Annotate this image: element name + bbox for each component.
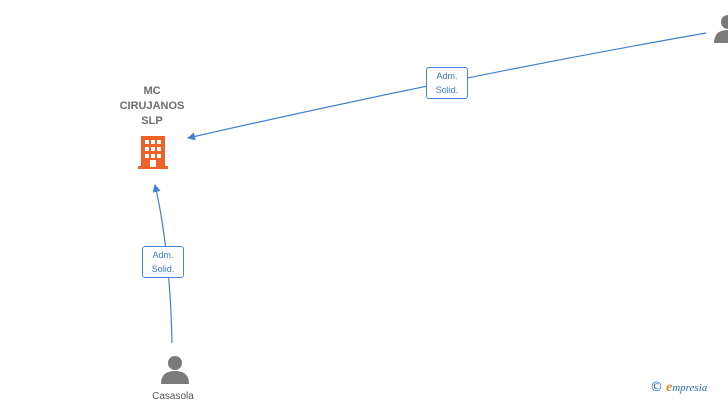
brand-initial: e	[666, 380, 673, 395]
copyright-symbol: ©	[650, 380, 663, 395]
person-icon[interactable]	[714, 15, 728, 43]
watermark: ©empresia	[650, 380, 707, 396]
person-name[interactable]: Casasola	[152, 391, 194, 402]
building-icon[interactable]	[138, 136, 168, 169]
person-icon[interactable]	[161, 356, 189, 384]
relation-label-left[interactable]: Adm. Solid.	[142, 246, 184, 278]
relation-label-top[interactable]: Adm. Solid.	[426, 67, 468, 99]
company-name[interactable]: MC CIRUJANOS SLP	[119, 85, 185, 127]
brand-text: mpresia	[672, 382, 708, 394]
